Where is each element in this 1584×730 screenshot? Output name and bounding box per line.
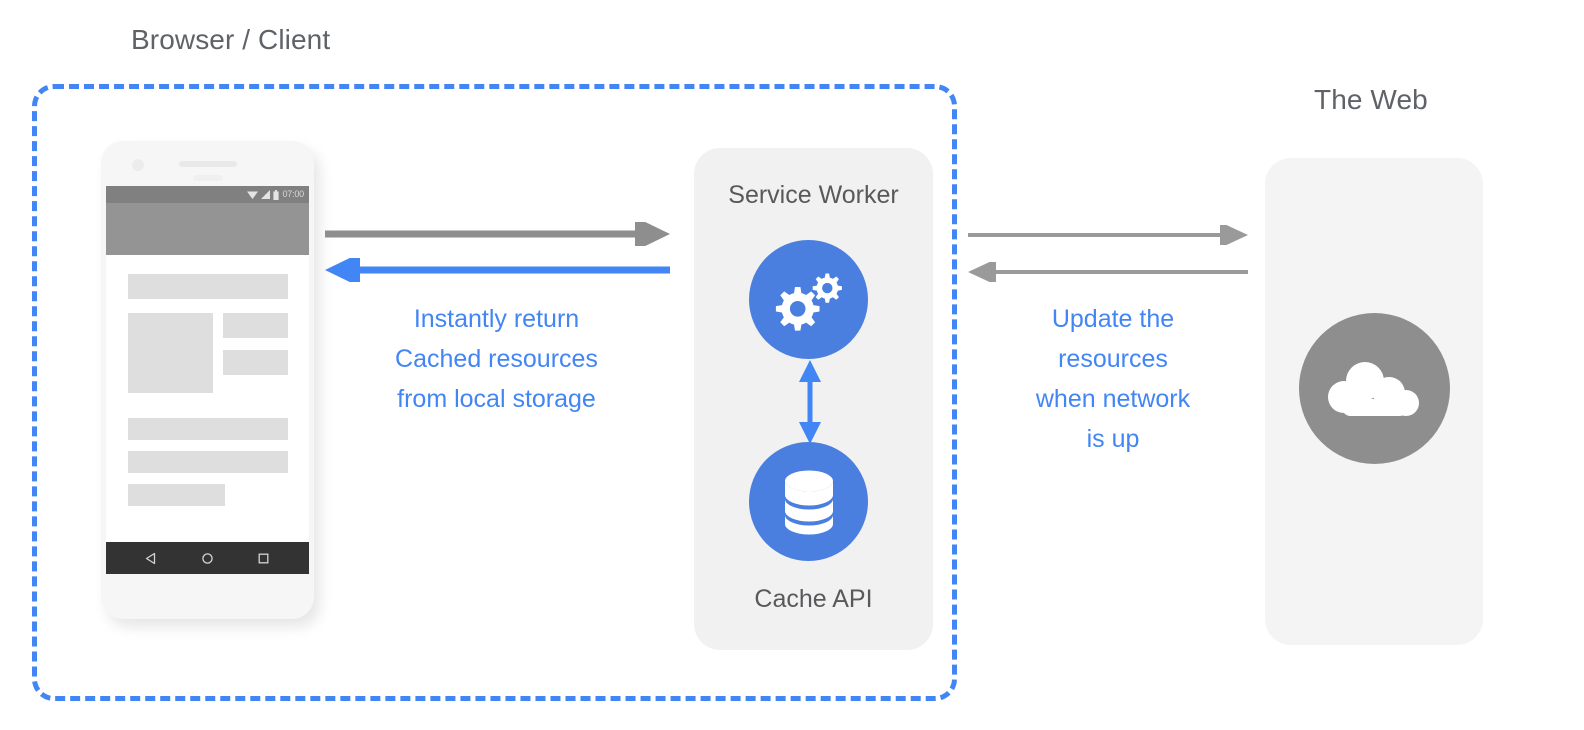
content-placeholder-row-3 <box>128 484 225 506</box>
browser-boundary-box <box>32 84 957 701</box>
double-arrow-vertical-icon <box>799 360 821 444</box>
content-placeholder-main <box>128 313 213 393</box>
wifi-icon <box>247 191 259 199</box>
content-placeholder-side-2 <box>223 350 288 375</box>
network-update-annotation: Update the resources when network is up <box>1035 305 1191 453</box>
status-bar-time: 07:00 <box>282 189 304 199</box>
service-worker-title: Service Worker <box>728 181 899 209</box>
content-placeholder-hero <box>128 274 288 299</box>
home-button-icon[interactable] <box>201 552 214 565</box>
cached-response-arrow <box>325 258 670 282</box>
cache-api-icon-badge <box>749 442 868 561</box>
request-arrow <box>325 222 670 246</box>
content-placeholder-side-1 <box>223 313 288 338</box>
cached-response-annotation: Instantly return Cached resources from l… <box>395 305 598 413</box>
the-web-panel <box>1265 158 1483 645</box>
phone-navigation-bar <box>106 542 309 574</box>
service-worker-icon-badge <box>749 240 868 359</box>
browser-client-caption: Browser / Client <box>131 24 331 55</box>
battery-icon <box>273 189 280 200</box>
gears-icon <box>775 273 842 331</box>
network-update-arrow <box>968 262 1248 282</box>
phone-mockup: 07:00 <box>101 141 314 619</box>
cloud-icon-badge <box>1299 313 1450 464</box>
the-web-caption: The Web <box>1314 84 1428 115</box>
database-icon <box>784 470 833 534</box>
recents-button-icon[interactable] <box>257 552 270 565</box>
cache-api-title: Cache API <box>754 585 873 613</box>
content-placeholder-row-1 <box>128 418 288 440</box>
cloud-icon <box>1327 361 1419 416</box>
network-fetch-arrow <box>968 225 1248 245</box>
phone-camera-icon <box>132 159 144 171</box>
phone-app-bar <box>106 203 309 255</box>
phone-screen: 07:00 <box>106 186 309 574</box>
back-button-icon[interactable] <box>145 552 158 565</box>
content-placeholder-row-2 <box>128 451 288 473</box>
phone-speaker-grille <box>179 161 237 167</box>
phone-sensor <box>193 175 223 181</box>
signal-icon <box>261 190 271 199</box>
service-worker-panel: Service Worker <box>694 148 933 650</box>
phone-status-bar: 07:00 <box>106 186 309 203</box>
